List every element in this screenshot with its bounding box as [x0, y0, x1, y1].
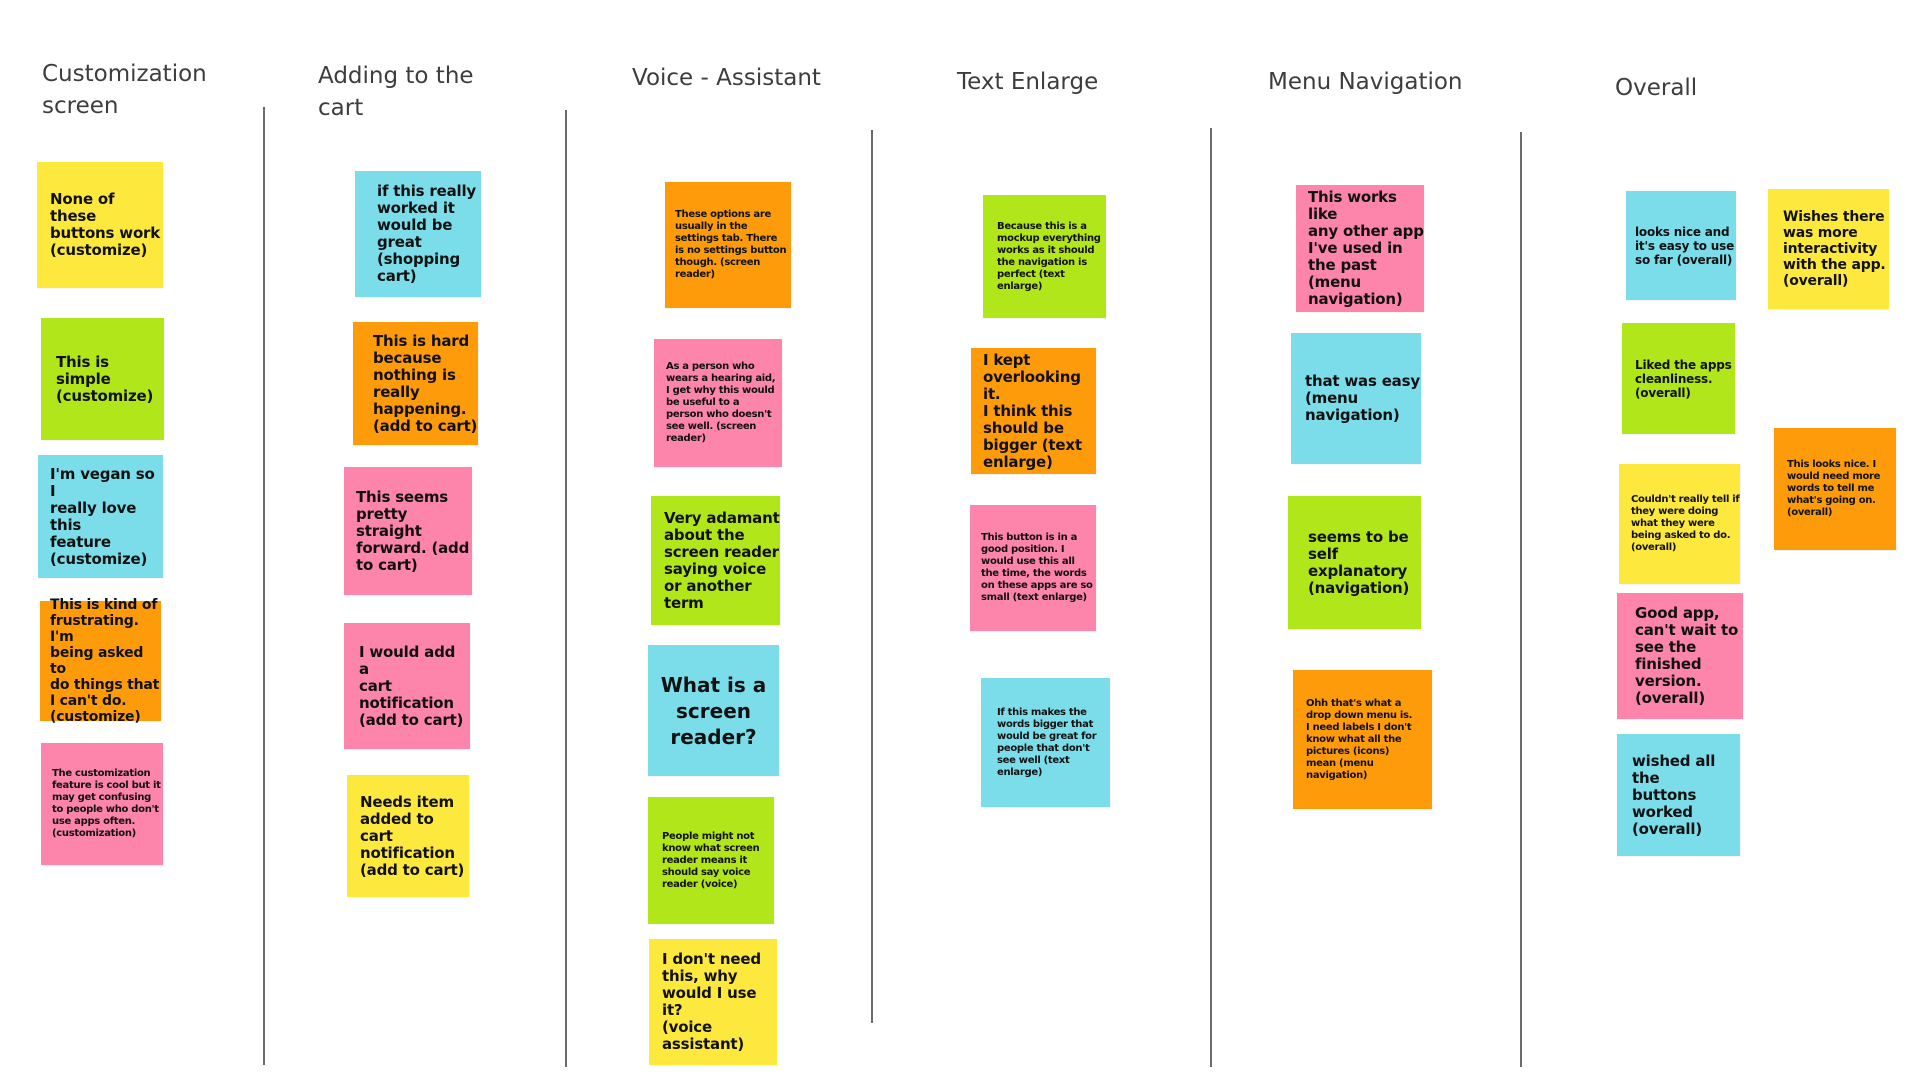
sticky-note-text: Very adamant about the screen reader say… [664, 508, 780, 612]
sticky-note-text: looks nice and it's easy to use so far (… [1635, 224, 1735, 267]
sticky-note-text: If this makes the words bigger that woul… [997, 706, 1097, 778]
sticky-note[interactable]: This is hard because nothing is really h… [353, 322, 478, 445]
sticky-note[interactable]: Couldn't really tell if they were doing … [1619, 464, 1740, 584]
sticky-note[interactable]: Ohh that's what a drop down menu is. I n… [1293, 670, 1432, 809]
sticky-note-text: I'm vegan so I really love this feature … [50, 464, 155, 568]
sticky-note-text: that was easy (menu navigation) [1305, 372, 1420, 424]
sticky-note-text: seems to be self explanatory (navigation… [1308, 527, 1410, 597]
sticky-note-text: Needs item added to cart notification (a… [360, 792, 465, 879]
sticky-note-text: These options are usually in the setting… [675, 209, 787, 280]
column-divider [1520, 132, 1522, 1067]
column-header-adding-to-cart: Adding to the cart [318, 63, 474, 121]
sticky-note-text: Ohh that's what a drop down menu is. I n… [1306, 697, 1413, 781]
column-header-overall: Overall [1615, 75, 1698, 101]
sticky-note[interactable]: I'm vegan so I really love this feature … [38, 455, 163, 578]
sticky-note-text: I would add a cart notification (add to … [359, 642, 464, 729]
column-header-voice-assistant: Voice - Assistant [632, 65, 821, 91]
sticky-note[interactable]: Wishes there was more interactivity with… [1768, 189, 1889, 309]
sticky-note[interactable]: What is a screen reader? [648, 645, 779, 776]
sticky-note[interactable]: Liked the apps cleanliness. (overall) [1622, 323, 1735, 434]
sticky-note[interactable]: I would add a cart notification (add to … [344, 623, 470, 749]
sticky-note[interactable]: This is kind of frustrating. I'm being a… [40, 597, 161, 725]
column-divider [565, 110, 567, 1067]
sticky-note-text: Couldn't really tell if they were doing … [1631, 494, 1740, 553]
sticky-note-text: What is a screen reader? [660, 672, 767, 749]
column-divider [263, 107, 265, 1065]
column-header-menu-navigation: Menu Navigation [1268, 69, 1463, 95]
sticky-note[interactable]: As a person who wears a hearing aid, I g… [654, 339, 782, 467]
sticky-note[interactable]: if this really worked it would be great … [355, 171, 481, 297]
sticky-note-text: I kept overlooking it. I think this shou… [983, 350, 1082, 471]
sticky-note-text: Liked the apps cleanliness. (overall) [1635, 357, 1732, 400]
column-divider [871, 130, 873, 1023]
sticky-note[interactable]: This looks nice. I would need more words… [1774, 428, 1896, 550]
sticky-note[interactable]: Needs item added to cart notification (a… [347, 775, 469, 897]
sticky-note-text: This looks nice. I would need more words… [1787, 459, 1881, 518]
sticky-note[interactable]: looks nice and it's easy to use so far (… [1626, 191, 1736, 300]
sticky-note[interactable]: These options are usually in the setting… [665, 182, 791, 308]
sticky-note[interactable]: that was easy (menu navigation) [1291, 333, 1421, 464]
sticky-note[interactable]: If this makes the words bigger that woul… [981, 678, 1110, 807]
sticky-note[interactable]: This works like any other app I've used … [1296, 185, 1424, 312]
sticky-note[interactable]: Because this is a mockup everything work… [983, 195, 1106, 318]
sticky-note[interactable]: People might not know what screen reader… [648, 797, 774, 924]
sticky-note[interactable]: None of these buttons work (customize) [37, 162, 163, 288]
sticky-note-text: I don't need this, why would I use it? (… [662, 950, 761, 1053]
sticky-note[interactable]: This button is in a good position. I wou… [970, 505, 1096, 631]
sticky-note[interactable]: I kept overlooking it. I think this shou… [971, 348, 1096, 474]
sticky-note-text: if this really worked it would be great … [377, 182, 476, 285]
sticky-note[interactable]: I don't need this, why would I use it? (… [649, 939, 777, 1065]
sticky-note-text: wished all the buttons worked (overall) [1632, 751, 1716, 838]
sticky-note-text: Good app, can't wait to see the finished… [1635, 604, 1739, 707]
sticky-note-text: None of these buttons work (customize) [50, 190, 161, 259]
sticky-note-text: People might not know what screen reader… [662, 830, 760, 890]
column-header-text-enlarge: Text Enlarge [957, 69, 1099, 95]
sticky-note-text: This is kind of frustrating. I'm being a… [50, 597, 160, 725]
sticky-note[interactable]: The customization feature is cool but it… [41, 743, 163, 865]
sticky-note-text: This is simple (customize) [56, 352, 154, 405]
sticky-note[interactable]: This is simple (customize) [41, 318, 164, 440]
sticky-note-text: As a person who wears a hearing aid, I g… [666, 361, 776, 444]
sticky-note[interactable]: seems to be self explanatory (navigation… [1288, 496, 1421, 629]
sticky-note[interactable]: Very adamant about the screen reader say… [651, 496, 780, 625]
sticky-note-text: This button is in a good position. I wou… [981, 532, 1093, 603]
sticky-note-text: Because this is a mockup everything work… [997, 220, 1101, 292]
column-header-customization: Customization screen [42, 61, 207, 119]
sticky-note-text: This seems pretty straight forward. (add… [356, 487, 470, 574]
sticky-note-text: This is hard because nothing is really h… [373, 331, 478, 435]
sticky-note[interactable]: This seems pretty straight forward. (add… [344, 467, 472, 595]
sticky-note-text: This works like any other app I've used … [1308, 188, 1424, 308]
column-divider [1210, 128, 1212, 1067]
sticky-note-text: The customization feature is cool but it… [52, 768, 161, 839]
sticky-note[interactable]: Good app, can't wait to see the finished… [1617, 593, 1743, 719]
sticky-note[interactable]: wished all the buttons worked (overall) [1617, 734, 1740, 856]
sticky-note-text: Wishes there was more interactivity with… [1783, 209, 1886, 289]
